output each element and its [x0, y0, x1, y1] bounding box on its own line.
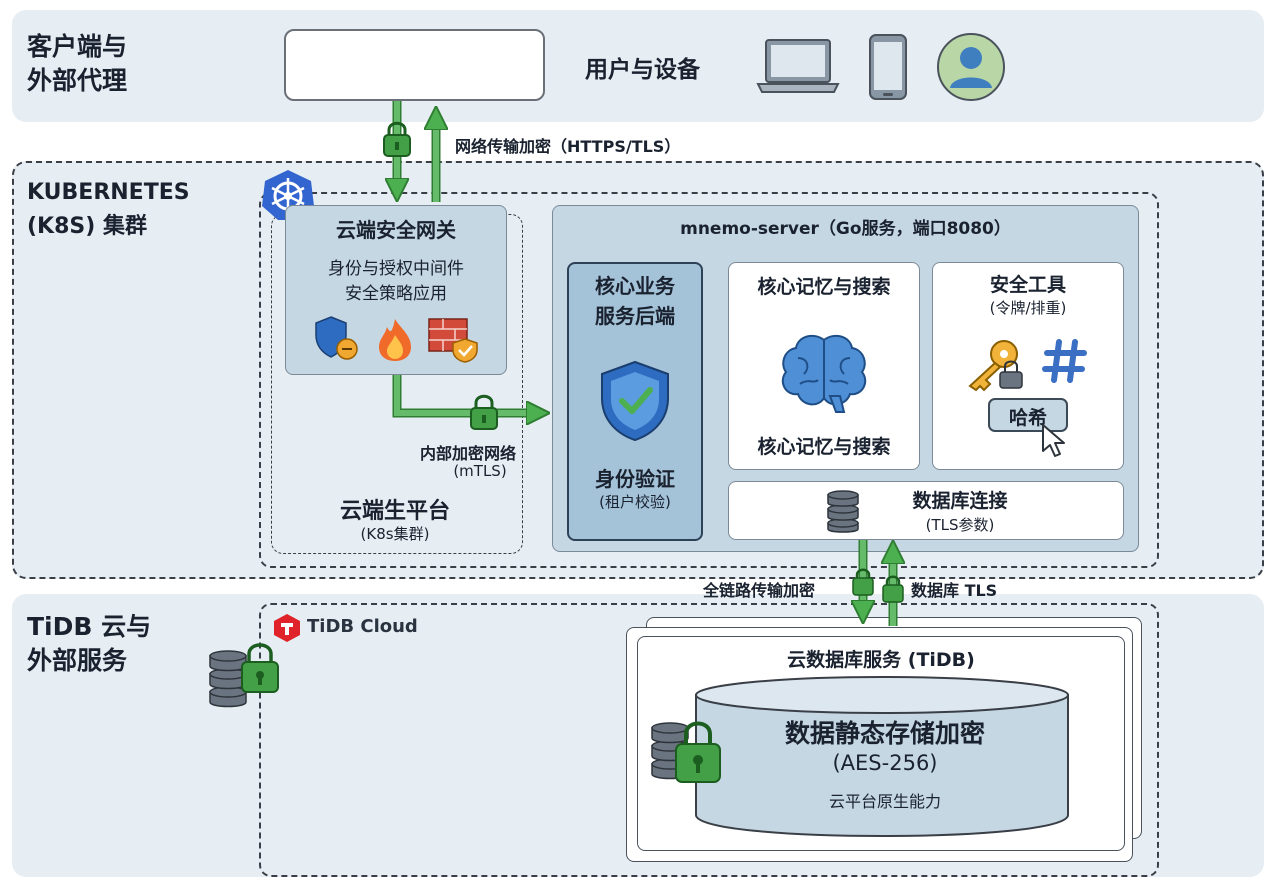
memory-title: 核心记忆与搜索 — [757, 276, 891, 298]
gateway-title: 云端安全网关 — [336, 218, 456, 242]
user-avatar-icon — [937, 33, 1005, 101]
core-business-caption: 身份验证 — [595, 467, 675, 491]
cylinder-caption: 云平台原生能力 — [828, 792, 941, 811]
db-stack-lock-icon — [651, 721, 721, 783]
devices-label: 用户与设备 — [585, 57, 700, 83]
cursor-icon — [1042, 424, 1065, 457]
brain-icon — [781, 334, 867, 413]
lock-icon-internal — [470, 394, 498, 430]
platform-sub: (K8s集群) — [360, 525, 430, 543]
hash-button-label: 哈希 — [1008, 407, 1047, 429]
hash-button[interactable] — [988, 398, 1068, 432]
shield-check-icon — [601, 360, 669, 442]
tidb-cloud-label: TiDB Cloud — [307, 616, 418, 637]
storage-lock-icon — [209, 643, 279, 708]
client-band-title: 客户端与 外部代理 — [27, 32, 128, 95]
k8s-inner-dashed — [259, 192, 1159, 568]
tidb-cloud-dashed — [259, 603, 1159, 877]
phone-icon — [869, 34, 907, 100]
core-business-title-1: 核心业务 — [595, 274, 675, 298]
client-agent-box[interactable] — [284, 29, 545, 101]
security-tools-box[interactable] — [932, 262, 1124, 470]
gateway-line1: 身份与授权中间件 — [328, 259, 464, 279]
memory-caption: 核心记忆与搜索 — [757, 436, 891, 458]
security-tools-title: 安全工具 — [989, 274, 1066, 296]
shield-icon — [315, 316, 358, 360]
mnemo-server-title: mnemo-server（Go服务，端口8080） — [680, 219, 1011, 239]
internal-net-sub: (mTLS) — [453, 462, 507, 480]
db-connection-sub: (TLS参数) — [925, 516, 995, 534]
lock-icon-client — [383, 121, 411, 157]
core-business-caption-sub: (租户校验) — [599, 493, 671, 511]
tidb-band-title: TiDB 云与 外部服务 — [27, 612, 152, 675]
fire-icon — [379, 319, 411, 361]
encrypted-storage-cylinder — [695, 676, 1069, 837]
db-connection-title: 数据库连接 — [912, 490, 1008, 512]
cylinder-sub: (AES-256) — [832, 751, 938, 775]
net-encrypt-label: 网络传输加密（HTTPS/TLS） — [455, 137, 681, 156]
lock-icon-db-tls — [882, 575, 904, 603]
db-service-title: 云数据库服务 (TiDB) — [787, 649, 975, 671]
k8s-band-title: KUBERNETES (K8S) 集群 — [27, 180, 190, 239]
database-icon — [827, 490, 859, 533]
key-lock-icon — [968, 340, 1023, 392]
tidb-logo-icon — [274, 614, 300, 642]
full-chain-label: 全链路传输加密 — [703, 581, 816, 600]
laptop-icon — [756, 39, 840, 93]
internal-net-label: 内部加密网络 — [420, 444, 517, 463]
gateway-line2: 安全策略应用 — [345, 284, 447, 304]
client-band — [12, 10, 1264, 122]
lock-icon-chain — [852, 568, 874, 596]
core-business-title-2: 服务后端 — [595, 304, 675, 328]
cylinder-title: 数据静态存储加密 — [784, 719, 985, 748]
firewall-icon — [428, 318, 478, 363]
platform-title: 云端生平台 — [339, 499, 450, 524]
hash-icon — [1042, 339, 1087, 383]
db-tls-label: 数据库 TLS — [911, 581, 998, 600]
db-connection-box[interactable] — [728, 481, 1124, 540]
security-tools-sub: (令牌/排重) — [989, 299, 1067, 317]
